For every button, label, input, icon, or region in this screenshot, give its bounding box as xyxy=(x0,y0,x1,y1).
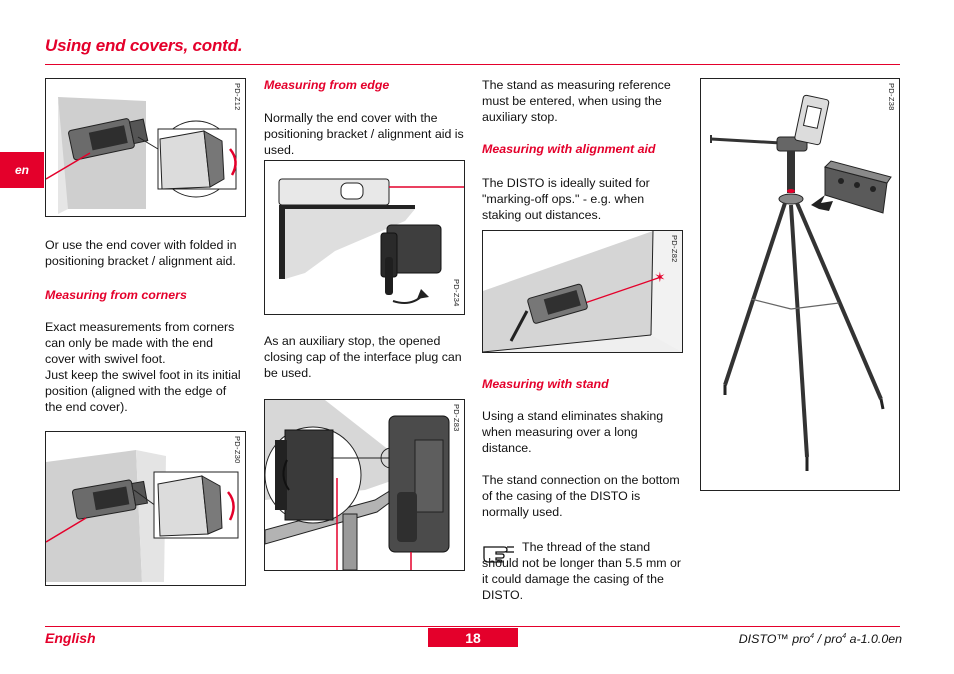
paragraph-stand: Using a stand eliminates shaking when me… xyxy=(482,409,680,519)
note-thread-length: The thread of the stand should not be lo… xyxy=(482,540,682,602)
paragraph-auxiliary-stop: As an auxiliary stop, the opened closing… xyxy=(264,334,462,380)
heading-measuring-with-stand: Measuring with stand xyxy=(482,377,609,391)
figure-end-cover-folded-bracket: PD-Z12 xyxy=(45,78,246,217)
language-tab[interactable]: en xyxy=(0,152,44,188)
device-wall-illustration xyxy=(46,97,237,214)
tripod-illustration xyxy=(710,94,892,471)
device-edge-illustration xyxy=(278,178,464,304)
pointing-hand-icon xyxy=(483,546,514,563)
device-table-illustration xyxy=(265,400,450,570)
paragraph-folded-bracket: Or use the end cover with folded in posi… xyxy=(45,238,237,268)
figure-tripod-stand: PD-Z38 xyxy=(700,78,900,491)
figure-auxiliary-stop-cap: PD-Z83 xyxy=(264,399,465,571)
paragraph-corners: Exact measurements from corners can only… xyxy=(45,320,241,414)
figure-code: PD-Z38 xyxy=(887,83,896,111)
figure-edge-bracket: PD-Z34 xyxy=(264,160,465,315)
heading-measuring-from-corners: Measuring from corners xyxy=(45,288,187,302)
header-rule xyxy=(45,64,900,65)
figure-code: PD-Z82 xyxy=(670,235,679,263)
device-corner-illustration xyxy=(46,450,239,582)
page-title: Using end covers, contd. xyxy=(45,36,243,55)
figure-corner-swivel-foot: PD-Z30 xyxy=(45,431,246,586)
heading-measuring-with-alignment-aid: Measuring with alignment aid xyxy=(482,142,656,156)
device-marking-illustration: ✶ xyxy=(483,231,682,352)
footer-rule xyxy=(45,626,900,627)
paragraph-edge: Normally the end cover with the position… xyxy=(264,111,464,157)
paragraph-stand-reference: The stand as measuring reference must be… xyxy=(482,78,671,124)
document-reference: DISTO™ pro4 / pro4 a-1.0.0en xyxy=(738,632,902,646)
footer-language: English xyxy=(45,630,96,646)
svg-text:✶: ✶ xyxy=(654,270,666,286)
figure-code: PD-Z12 xyxy=(233,83,242,111)
figure-code: PD-Z30 xyxy=(233,436,242,464)
page-number: 18 xyxy=(428,628,518,647)
figure-code: PD-Z83 xyxy=(452,404,461,432)
heading-measuring-from-edge: Measuring from edge xyxy=(264,78,390,92)
paragraph-alignment-aid: The DISTO is ideally suited for "marking… xyxy=(482,176,650,222)
figure-alignment-aid: ✶ PD-Z82 xyxy=(482,230,683,353)
figure-code: PD-Z34 xyxy=(452,279,461,307)
